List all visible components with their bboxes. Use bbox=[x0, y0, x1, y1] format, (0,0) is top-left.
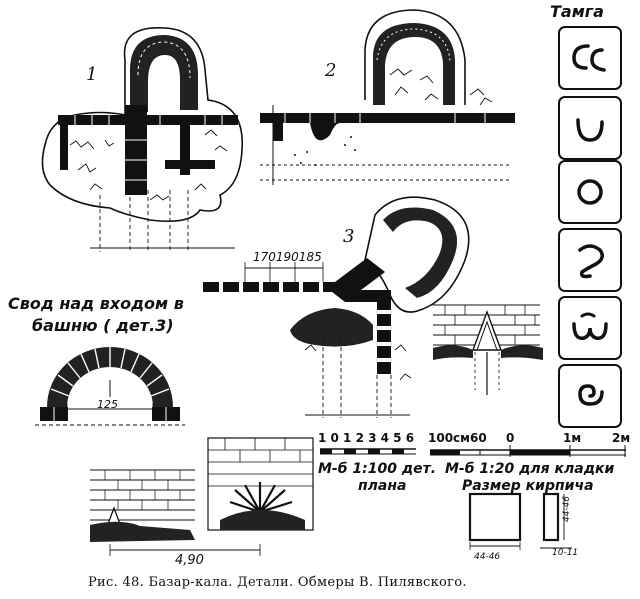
scale2-2m-label: 2м bbox=[612, 431, 631, 445]
tamga-box-6 bbox=[558, 364, 622, 428]
omega-tamga-icon bbox=[572, 312, 608, 340]
scale2-text: М-б 1:20 для кладки bbox=[445, 461, 615, 477]
scale-bar-1-100 bbox=[320, 448, 416, 455]
figure-caption: Рис. 48. Базар-кала. Детали. Обмеры В. П… bbox=[88, 575, 467, 590]
scale2-1m-label: 1м bbox=[563, 431, 582, 445]
bottom-wall-elevation bbox=[90, 437, 314, 556]
s-hook-tamga-icon bbox=[578, 244, 604, 279]
brick-dim-width: 44-46 bbox=[474, 552, 501, 562]
tamga-box-3 bbox=[558, 160, 622, 224]
vault-arch-drawing bbox=[35, 347, 185, 426]
scale1-text-line2: плана bbox=[358, 478, 407, 494]
tamga-box-5 bbox=[558, 296, 622, 360]
spiral-tamga-icon bbox=[578, 384, 604, 406]
ring-tamga-icon bbox=[577, 179, 603, 205]
vault-title-line1: Свод над входом в bbox=[8, 294, 184, 313]
brick-size-title: Размер кирпича bbox=[462, 478, 594, 494]
tamga-box-1 bbox=[558, 26, 622, 90]
brick-sizes-label: 170190185 bbox=[253, 250, 322, 264]
figure-label-3: 3 bbox=[343, 226, 355, 247]
scale2-zero-label: 0 bbox=[506, 431, 515, 445]
u-shape-tamga-icon bbox=[576, 118, 604, 142]
brick-size-drawing bbox=[468, 492, 572, 550]
scale1-text-line1: М-б 1:100 дет. bbox=[318, 461, 437, 477]
figure-label-2: 2 bbox=[325, 60, 337, 81]
vault-width-label: 125 bbox=[97, 398, 118, 411]
figure-label-1: 1 bbox=[86, 64, 98, 85]
masonry-detail-gate bbox=[433, 304, 543, 395]
vault-title-line2: башню ( дет.3) bbox=[32, 316, 174, 335]
drawing-3-tower-plan bbox=[203, 196, 470, 418]
drawing-1-plan bbox=[41, 27, 243, 252]
scale1-numbers: 1 0 1 2 3 4 5 6 bbox=[318, 431, 415, 445]
tamga-title: Тамга bbox=[550, 2, 604, 21]
drawing-2-section bbox=[260, 9, 515, 185]
scale-bar-1-20 bbox=[430, 445, 626, 457]
tamga-box-4 bbox=[558, 228, 622, 292]
brick-dim-height: 44-46 bbox=[562, 496, 572, 523]
scale2-left-label: 100см60 bbox=[428, 431, 487, 445]
double-c-tamga-icon bbox=[572, 44, 606, 72]
tamga-box-2 bbox=[558, 96, 622, 160]
bottom-width-label: 4,90 bbox=[175, 553, 204, 568]
brick-dim-thickness: 10-11 bbox=[552, 548, 579, 558]
